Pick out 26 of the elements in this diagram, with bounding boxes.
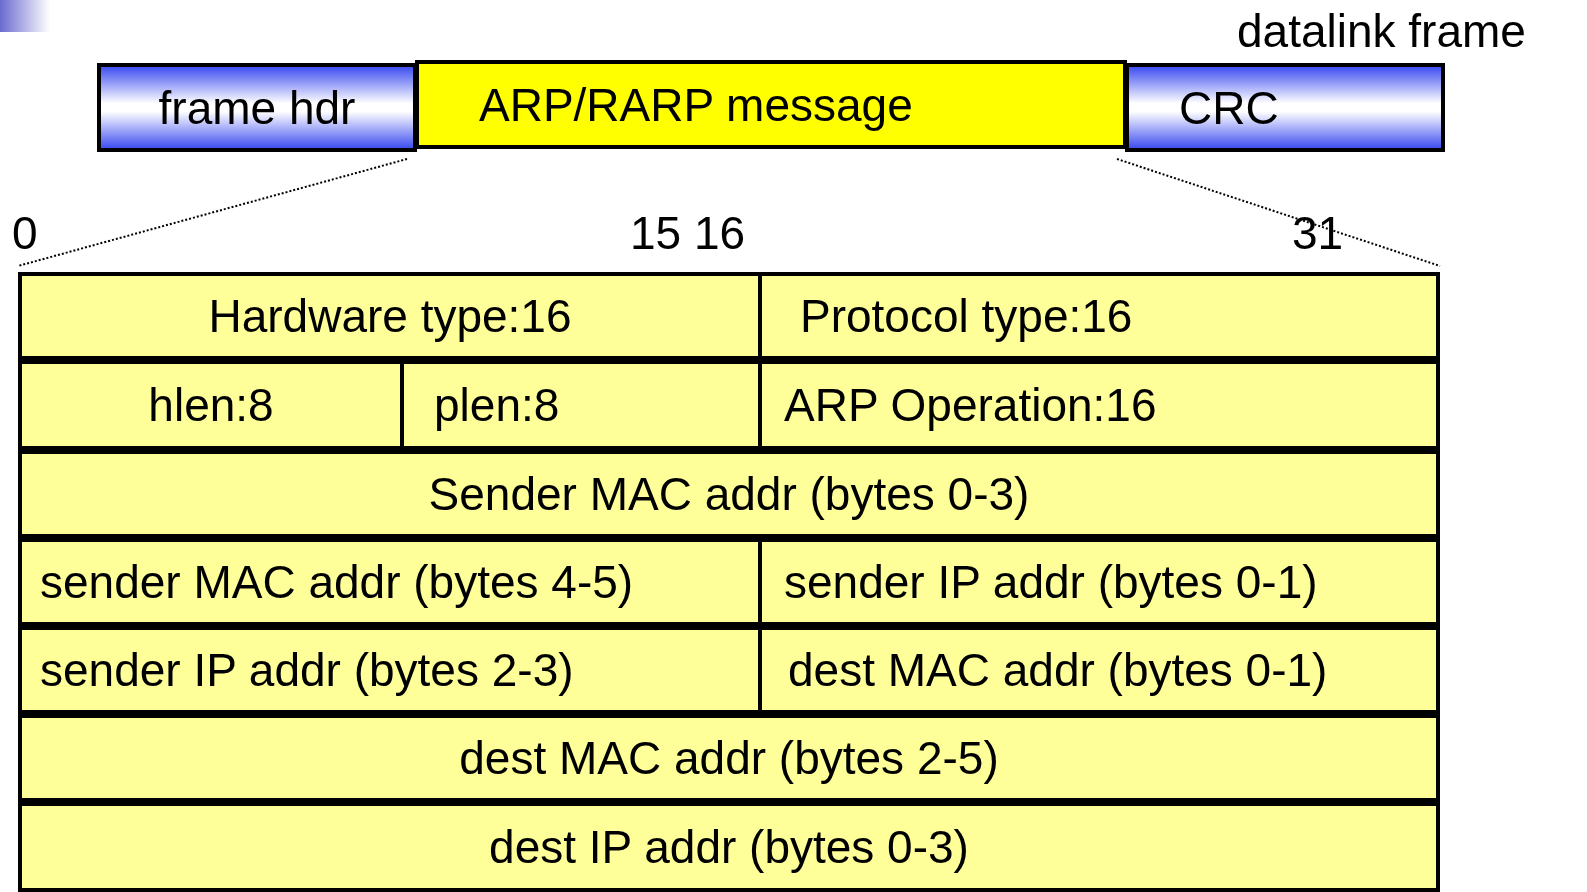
field-label: ARP/RARP message: [479, 77, 913, 132]
field-label: Sender MAC addr (bytes 0-3): [428, 467, 1030, 521]
field-label: CRC: [1179, 80, 1279, 135]
bit-number: 31: [1292, 210, 1344, 256]
field-label: sender IP addr (bytes 0-1): [784, 555, 1318, 609]
table-cell: [18, 802, 1440, 892]
trailer-field: [1125, 63, 1445, 152]
field-label: dest MAC addr (bytes 0-1): [788, 643, 1328, 697]
frame-caption: datalink frame: [1237, 8, 1526, 54]
header-field: [97, 63, 417, 152]
bit-number: 15 16: [630, 210, 746, 256]
field-label: ARP Operation:16: [784, 378, 1157, 432]
field-label: sender MAC addr (bytes 4-5): [40, 555, 634, 609]
expansion-line: [17, 158, 408, 267]
message-field: [415, 60, 1127, 149]
expansion-line: [1116, 158, 1441, 267]
field-label: Hardware type:16: [208, 289, 572, 343]
bit-number: 0: [12, 210, 38, 256]
field-label: frame hdr: [158, 80, 356, 135]
field-label: sender IP addr (bytes 2-3): [40, 643, 574, 697]
field-label: hlen:8: [148, 378, 274, 432]
field-label: dest MAC addr (bytes 2-5): [459, 731, 999, 785]
packet-table: [18, 272, 1440, 892]
field-label: dest IP addr (bytes 0-3): [489, 820, 969, 874]
field-label: plen:8: [434, 378, 560, 432]
field-label: Protocol type:16: [800, 289, 1133, 343]
